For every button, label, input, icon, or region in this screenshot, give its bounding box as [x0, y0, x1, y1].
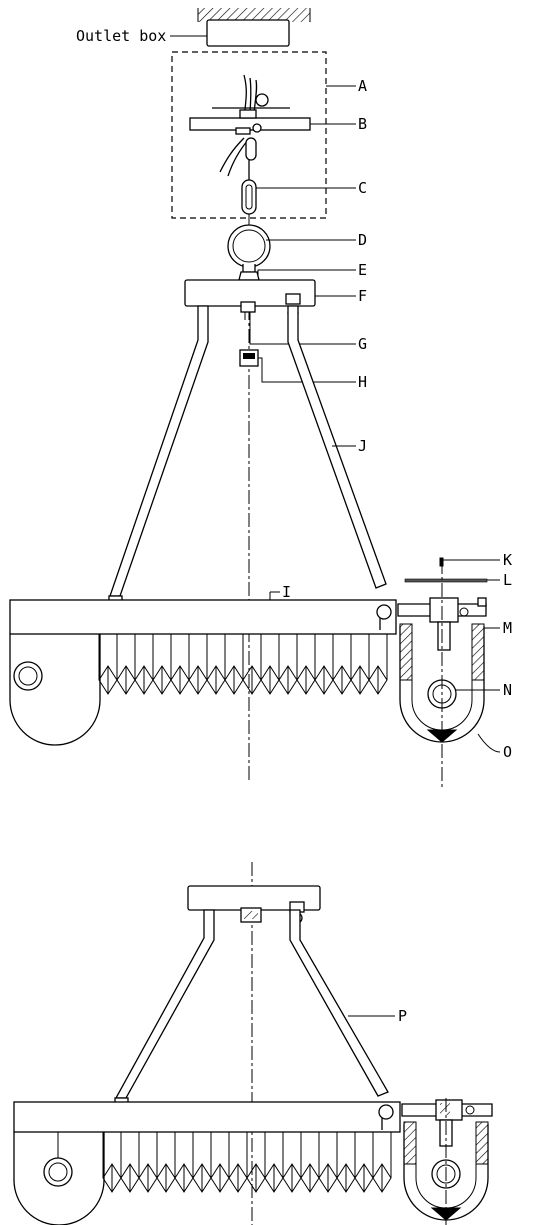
- outlet-box: [206, 19, 290, 47]
- support-arms-lower: [114, 909, 395, 1105]
- callout-d: D: [358, 231, 367, 249]
- arm-p: [289, 909, 389, 1097]
- callout-p: P: [398, 1007, 407, 1025]
- crystal-row-upper: [98, 633, 388, 695]
- callout-f: F: [358, 287, 367, 305]
- callout-j: J: [358, 437, 367, 455]
- pin-and-disc: [404, 557, 500, 583]
- callout-labels: A B C D E F G H J I K L M N O P: [282, 77, 512, 1025]
- callout-k: K: [503, 551, 512, 569]
- callout-n: N: [503, 681, 512, 699]
- callout-e: E: [358, 261, 367, 279]
- callout-o: O: [503, 743, 512, 761]
- callout-b: B: [358, 115, 367, 133]
- callout-g: G: [358, 335, 367, 353]
- support-arms-upper: [108, 305, 387, 603]
- callout-c: C: [358, 179, 367, 197]
- ceiling-hatch: [198, 8, 310, 22]
- canopy: [184, 269, 356, 383]
- part-a-detail: [171, 51, 356, 219]
- ceiling-outlet-group: Outlet box: [76, 8, 311, 47]
- callout-h: H: [358, 373, 367, 391]
- main-ring-lower: [13, 1098, 493, 1225]
- callout-i: I: [282, 583, 291, 601]
- main-ring-upper: [9, 560, 501, 790]
- ring-band: [9, 599, 397, 635]
- left-arm: [109, 305, 209, 597]
- right-arm: [287, 305, 387, 589]
- callout-m: M: [503, 619, 512, 637]
- outlet-box-label: Outlet box: [76, 27, 166, 45]
- loop-ring: [227, 224, 356, 281]
- callout-a: A: [358, 77, 367, 95]
- crystal-row-lower: [102, 1131, 392, 1193]
- callout-l: L: [503, 571, 512, 589]
